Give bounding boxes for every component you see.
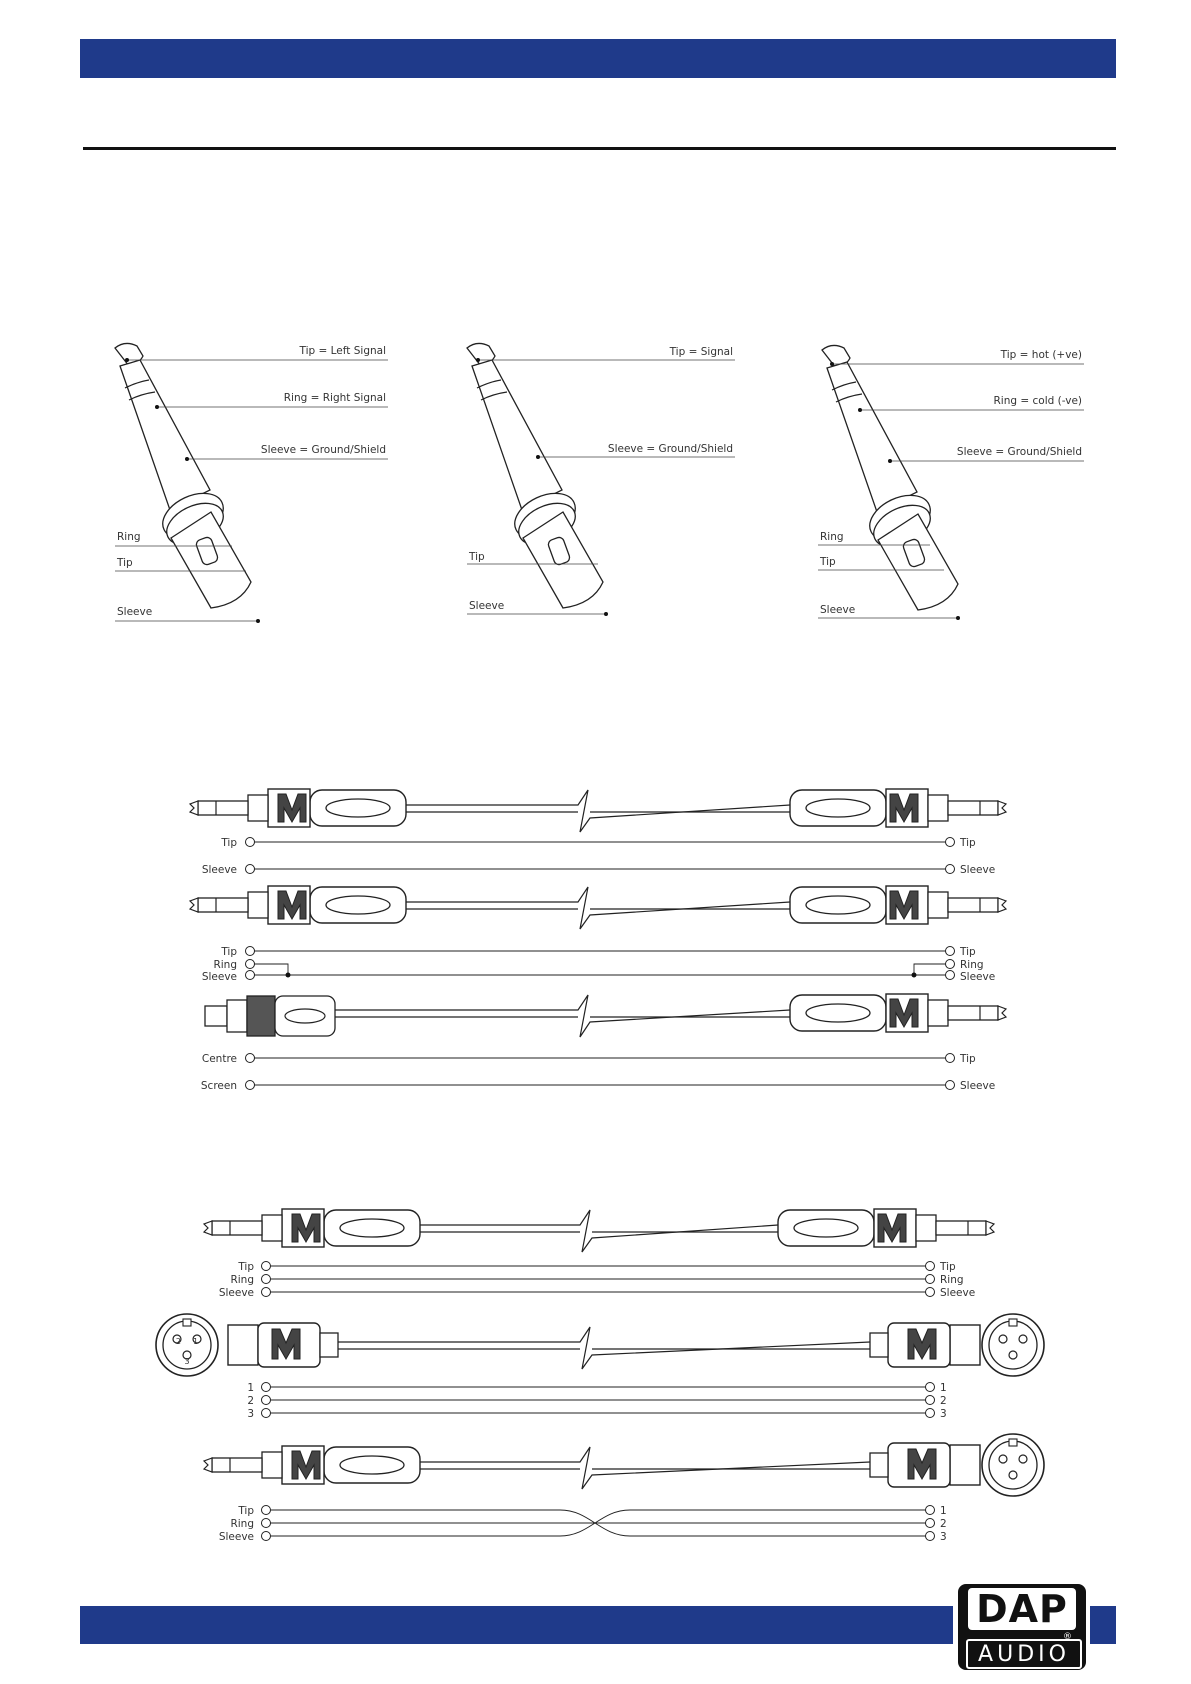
wire-label: Screen	[201, 1080, 237, 1092]
wire-label: Sleeve	[960, 971, 995, 983]
header-band	[80, 39, 1116, 78]
wire-label: Sleeve	[960, 1080, 995, 1092]
wire-label: Tip	[939, 1261, 956, 1273]
xlr-pin-label: 1	[193, 1337, 198, 1346]
wire-label: Tip	[959, 946, 976, 958]
xlr-pin-label: 3	[184, 1357, 189, 1366]
cable-mono-mono: Tip Sleeve Tip Sleeve	[189, 788, 1007, 876]
wire-label: Sleeve	[219, 1287, 254, 1299]
wire-label: 2	[940, 1395, 947, 1407]
wire-label: 1	[940, 1505, 947, 1517]
label-sleeve-small: Sleeve	[117, 606, 152, 618]
label-tip: Tip	[819, 556, 836, 568]
wire-label: Tip	[220, 837, 237, 849]
cable-jack-xlr: Tip Ring Sleeve 1 2 3	[203, 1433, 1045, 1543]
dap-audio-logo: DAP ® AUDIO	[958, 1584, 1086, 1670]
label-tip-left: Tip = Left Signal	[299, 345, 387, 357]
label-tip: Tip	[116, 557, 133, 569]
wire-label: Ring	[230, 1518, 254, 1530]
wire-label: Sleeve	[940, 1287, 975, 1299]
wire-label: Sleeve	[202, 864, 237, 876]
wire-label: 2	[940, 1518, 947, 1530]
label-tip: Tip	[468, 551, 485, 563]
wire-label: Centre	[202, 1053, 237, 1065]
wire-label: 3	[940, 1408, 947, 1420]
cable-stereo-stereo-b: Tip Ring Sleeve Tip Ring Sleeve	[203, 1208, 995, 1299]
label-ring-cold: Ring = cold (-ve)	[994, 395, 1083, 407]
label-sleeve: Sleeve = Ground/Shield	[261, 444, 386, 456]
label-sleeve-small: Sleeve	[469, 600, 504, 612]
logo-dap: DAP	[968, 1588, 1076, 1630]
header-rule	[83, 147, 1116, 150]
label-sleeve-small: Sleeve	[820, 604, 855, 616]
wire-label: 3	[247, 1408, 254, 1420]
wire-label: 1	[247, 1382, 254, 1394]
wire-label: Sleeve	[219, 1531, 254, 1543]
logo-registered: ®	[1063, 1632, 1072, 1642]
wire-label: Ring	[940, 1274, 964, 1286]
xlr-male-face	[981, 1313, 1045, 1377]
cable-xlr-xlr: 2 1 3 1 2 3 1 2 3	[155, 1313, 1045, 1420]
label-tip-signal: Tip = Signal	[669, 346, 733, 358]
label-tip-hot: Tip = hot (+ve)	[1000, 349, 1082, 361]
logo-audio: AUDIO	[966, 1639, 1082, 1669]
label-sleeve: Sleeve = Ground/Shield	[608, 443, 733, 455]
jack-diagram-stereo: Tip = Left Signal Ring = Right Signal Sl…	[114, 342, 388, 623]
wire-label: 3	[940, 1531, 947, 1543]
cable-rca-jack: Centre Screen Tip Sleeve	[201, 993, 1007, 1092]
jack-diagram-mono: Tip = Signal Sleeve = Ground/Shield Tip …	[466, 342, 735, 616]
label-sleeve: Sleeve = Ground/Shield	[957, 446, 1082, 458]
wire-label: 2	[247, 1395, 254, 1407]
wire-label: Tip	[237, 1261, 254, 1273]
xlr-male-face	[981, 1433, 1045, 1497]
footer-band-right	[1090, 1606, 1116, 1644]
wire-label: Tip	[959, 837, 976, 849]
label-ring: Ring	[820, 531, 844, 543]
footer-band-left	[80, 1606, 953, 1644]
cable-stereo-stereo: Tip Ring Sleeve Tip Ring Sleeve	[189, 885, 1007, 983]
wire-label: Tip	[959, 1053, 976, 1065]
label-ring: Ring	[117, 531, 141, 543]
wire-label: Tip	[220, 946, 237, 958]
wire-label: Ring	[230, 1274, 254, 1286]
xlr-pin-label: 2	[176, 1337, 181, 1346]
xlr-female-face	[155, 1313, 219, 1377]
jack-diagram-balanced: Tip = hot (+ve) Ring = cold (-ve) Sleeve…	[818, 344, 1084, 620]
wire-label: 1	[940, 1382, 947, 1394]
wire-label: Sleeve	[960, 864, 995, 876]
wire-label: Ring	[960, 959, 984, 971]
label-ring-right: Ring = Right Signal	[284, 392, 386, 404]
wire-label: Tip	[237, 1505, 254, 1517]
wire-label: Sleeve	[202, 971, 237, 983]
wire-label: Ring	[213, 959, 237, 971]
